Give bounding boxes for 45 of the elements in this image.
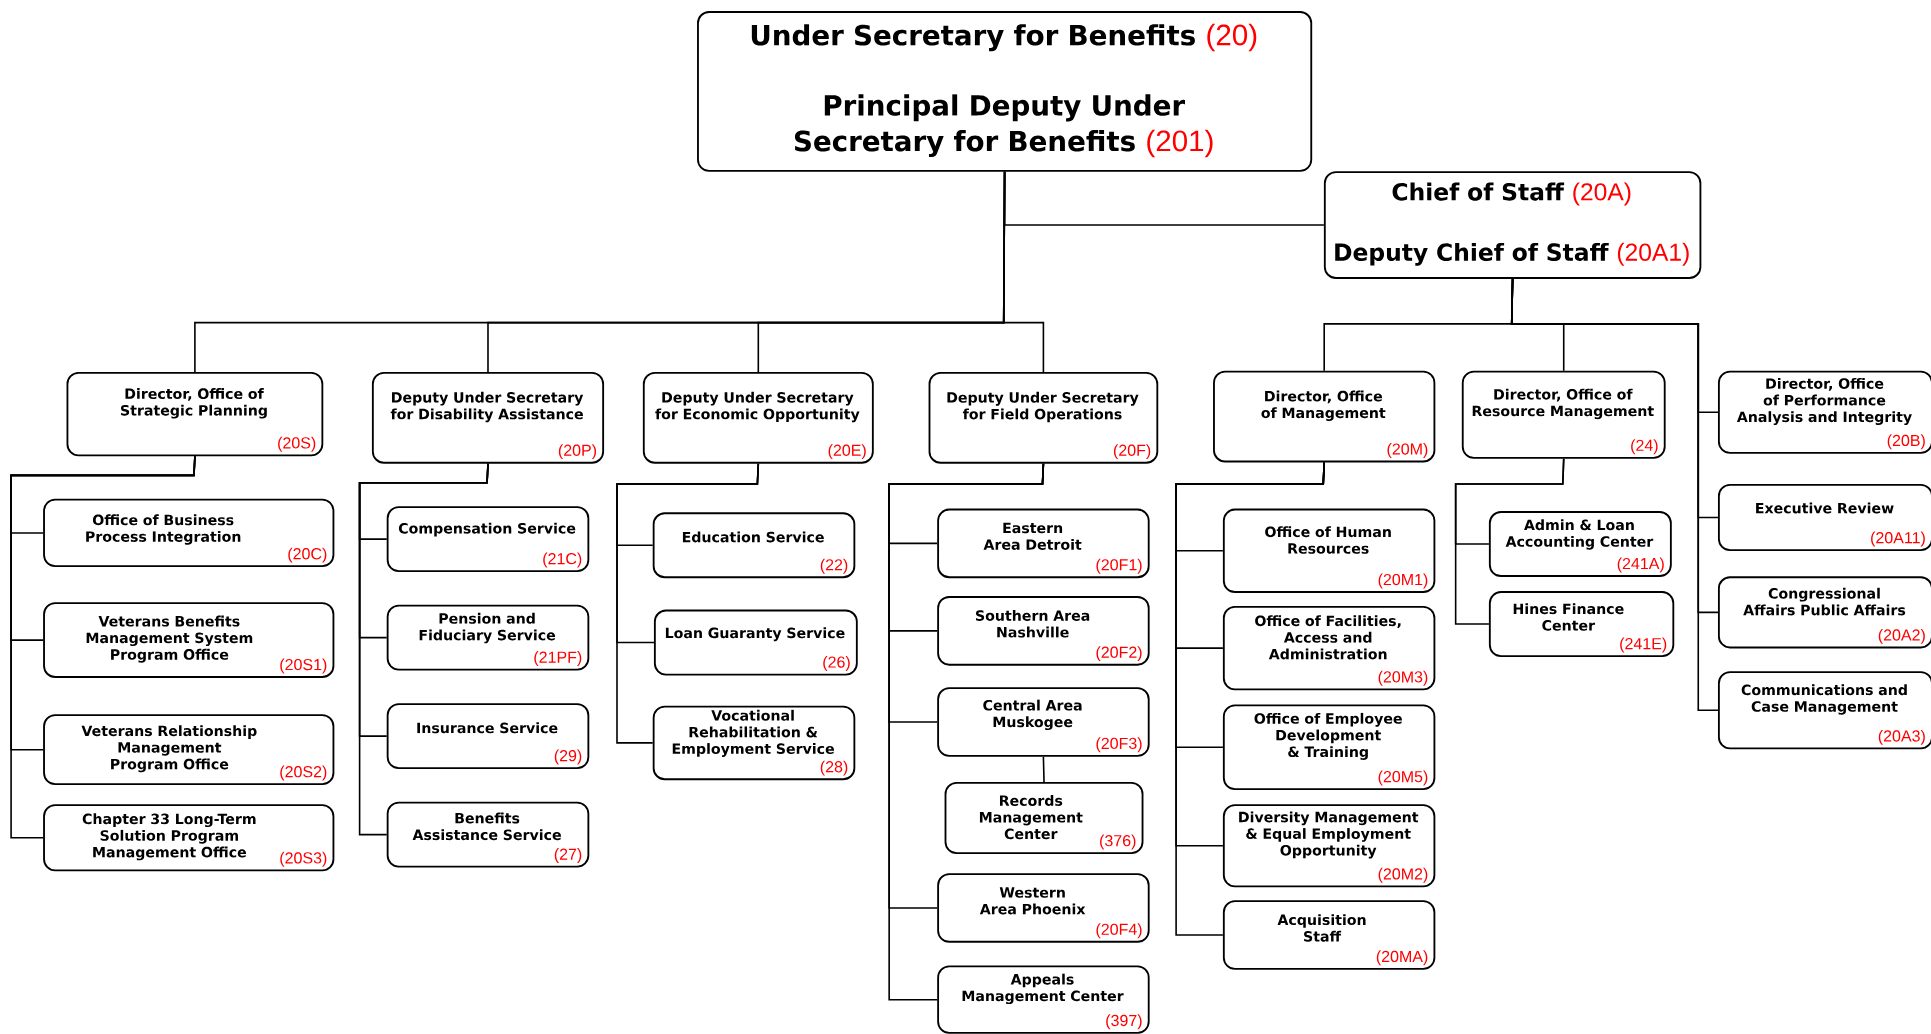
org-box: Insurance Service (29) bbox=[386, 702, 590, 769]
connector-line bbox=[1454, 457, 1565, 625]
org-box: Compensation Service (21C) bbox=[386, 505, 590, 572]
org-box: Communications and Case Management (20A3) bbox=[1717, 670, 1931, 750]
org-box: Vocational Rehabilitation & Employment Service (28) bbox=[652, 705, 856, 780]
org-box: Pension and Fiduciary Service (21PF) bbox=[386, 604, 590, 671]
connector-line bbox=[1042, 755, 1045, 783]
org-box: Under Secretary for Benefits (20) Principal Deputy Under Secretary for Benefits (201) bbox=[697, 10, 1313, 172]
org-box: Central Area Muskogee (20F3) bbox=[937, 686, 1150, 757]
connector-line bbox=[888, 462, 1045, 1001]
org-box: Hines Finance Center (241E) bbox=[1488, 590, 1675, 657]
org-box: Loan Guaranty Service (26) bbox=[653, 609, 858, 676]
org-box: Chief of Staff (20A) Deputy Chief of Staff (20A1) bbox=[1323, 170, 1702, 279]
org-box: Deputy Under Secretary for Field Operations (20F) bbox=[928, 371, 1159, 464]
org-box: Veterans Relationship Management Program Office (20S2) bbox=[43, 714, 335, 785]
connector-line bbox=[1510, 277, 1719, 711]
org-box: Office of Facilities, Access and Administration (20M3) bbox=[1222, 605, 1436, 691]
org-box: Southern Area Nashville (20F2) bbox=[937, 595, 1150, 666]
org-box: Office of Business Process Integration (20C) bbox=[43, 498, 335, 567]
org-box: Eastern Area Detroit (20F1) bbox=[937, 508, 1150, 578]
org-box: Diversity Management & Equal Employment Opportunity (20M2) bbox=[1222, 803, 1436, 888]
org-box: Congressional Affairs Public Affairs (20A2) bbox=[1717, 576, 1931, 649]
org-box: Deputy Under Secretary for Disability Assistance (20P) bbox=[371, 371, 605, 464]
org-box: Records Management Center (376) bbox=[944, 781, 1144, 854]
connector-line bbox=[358, 462, 489, 836]
org-box: Office of Human Resources (20M1) bbox=[1222, 508, 1436, 593]
org-box: Deputy Under Secretary for Economic Opportunity (20E) bbox=[642, 371, 874, 464]
org-box: Western Area Phoenix (20F4) bbox=[937, 872, 1150, 943]
org-box: Office of Employee Development & Training (20M5) bbox=[1222, 704, 1436, 790]
org-box: Admin & Loan Accounting Center (241A) bbox=[1488, 510, 1672, 577]
org-box: Director, Office of Performance Analysis and Integrity (20B) bbox=[1717, 370, 1931, 454]
org-box: Executive Review (20A11) bbox=[1717, 483, 1931, 551]
org-box: Director, Office of Management (20M) bbox=[1213, 370, 1436, 463]
connector-line bbox=[616, 462, 760, 744]
org-box: Director, Office of Resource Management (24) bbox=[1461, 370, 1666, 459]
org-box: Veterans Benefits Management System Program Office (20S1) bbox=[43, 602, 335, 678]
org-box: Appeals Management Center (397) bbox=[937, 965, 1150, 1034]
org-box: Benefits Assistance Service (27) bbox=[386, 801, 590, 868]
connector-line bbox=[1002, 170, 1045, 373]
org-box: Education Service (22) bbox=[652, 512, 856, 578]
connector-line bbox=[1175, 461, 1325, 936]
org-box: Acquisition Staff (20MA) bbox=[1222, 900, 1436, 970]
org-box: Chapter 33 Long-Term Solution Program Management Office (20S3) bbox=[43, 803, 335, 872]
org-box: Director, Office of Strategic Planning (20S) bbox=[66, 371, 324, 457]
connector-line bbox=[10, 455, 196, 839]
